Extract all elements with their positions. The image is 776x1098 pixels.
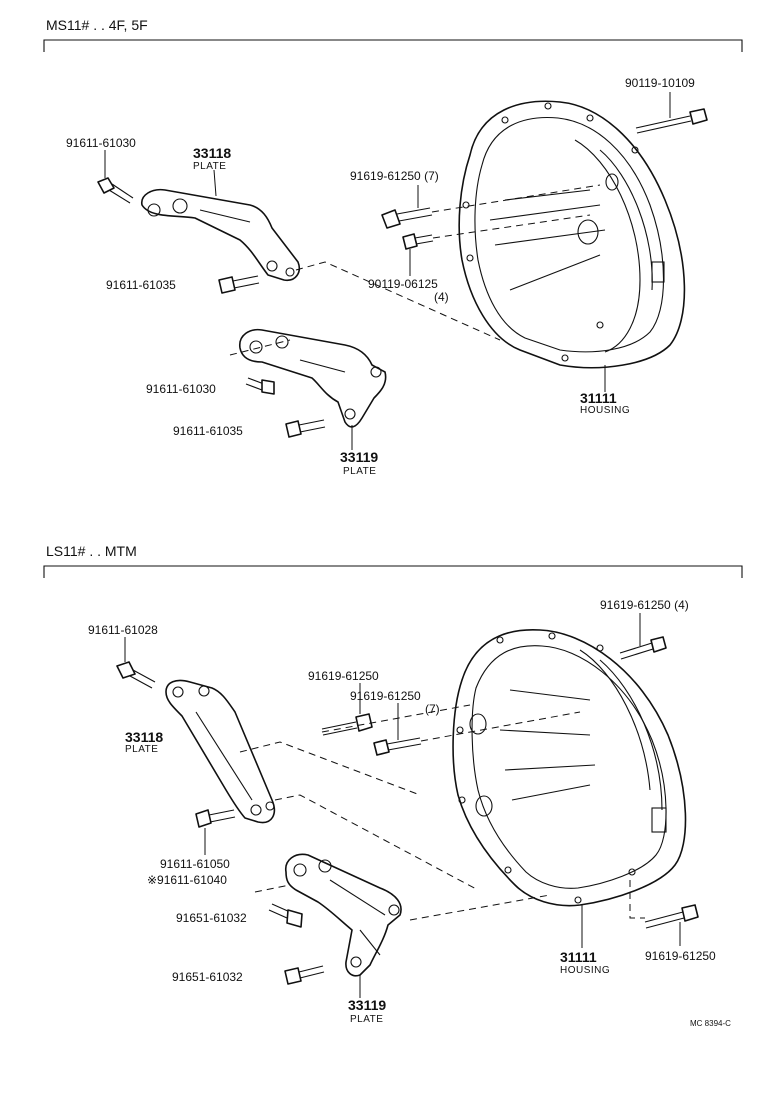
label-33118-num-top: 33118 bbox=[193, 145, 231, 161]
label-33119-num-bottom: 33119 bbox=[348, 997, 386, 1013]
dash-bottom-6 bbox=[420, 711, 581, 742]
leader-33118-top bbox=[213, 169, 217, 197]
label-31111-num-bottom: 31111 bbox=[560, 949, 597, 965]
dash-bottom-7 bbox=[629, 880, 645, 919]
dash-top-2 bbox=[229, 339, 291, 356]
plate-33119-top[interactable] bbox=[239, 328, 387, 428]
section-top-rule bbox=[43, 39, 743, 52]
label-91611-61030-a: 91611-61030 bbox=[66, 136, 136, 150]
bolt-91619-61250-a[interactable] bbox=[321, 713, 373, 736]
bolt-91619-61250-c[interactable] bbox=[644, 904, 699, 929]
dash-bottom-2 bbox=[274, 794, 479, 891]
label-91619-61250-7-top: 91619-61250 (7) bbox=[350, 169, 439, 183]
label-91619-61250-a: 91619-61250 bbox=[308, 669, 379, 683]
label-33118-text-top: PLATE bbox=[193, 161, 226, 172]
section-bottom-title: LS11# . . MTM bbox=[46, 543, 137, 559]
dash-bottom-4 bbox=[409, 894, 551, 921]
label-91611-61035-a: 91611-61035 bbox=[106, 278, 176, 292]
label-91611-61050: 91611-61050 bbox=[160, 857, 230, 871]
label-90119-06125-qty-top: (4) bbox=[434, 290, 449, 304]
label-31111-text-top: HOUSING bbox=[580, 405, 630, 416]
dash-bottom-5 bbox=[321, 704, 471, 733]
bolt-91619-61250-b[interactable] bbox=[373, 737, 422, 756]
section-bottom: LS11# . . MTM bbox=[43, 543, 743, 1025]
label-31111-num-top: 31111 bbox=[580, 390, 617, 406]
bolt-91619-61250-7-top[interactable] bbox=[381, 207, 433, 229]
section-top-title: MS11# . . 4F, 5F bbox=[46, 17, 148, 33]
bolt-91611-61050[interactable] bbox=[195, 809, 236, 828]
bolt-91619-61250-4[interactable] bbox=[619, 636, 667, 660]
dash-top-1 bbox=[295, 261, 501, 341]
dash-top-4 bbox=[432, 214, 591, 239]
label-91651-61032-b: 91651-61032 bbox=[172, 970, 243, 984]
bolt-90119-06125-top[interactable] bbox=[402, 233, 434, 250]
label-33119-text-top: PLATE bbox=[343, 466, 376, 477]
section-top: MS11# . . 4F, 5F bbox=[43, 17, 743, 477]
housing-31111-bottom[interactable] bbox=[452, 629, 687, 907]
bolt-91651-61032-a[interactable] bbox=[268, 903, 303, 928]
bolt-91651-61032-b[interactable] bbox=[284, 965, 325, 985]
label-33119-num-top: 33119 bbox=[340, 449, 378, 465]
dash-bottom-3 bbox=[254, 884, 291, 893]
bolt-91611-61035-b[interactable] bbox=[285, 419, 326, 438]
label-31111-text-bottom: HOUSING bbox=[560, 965, 610, 976]
dash-top-3 bbox=[431, 184, 601, 213]
bolt-91611-61028[interactable] bbox=[116, 661, 156, 689]
label-91619-61250-c: 91619-61250 bbox=[645, 949, 716, 963]
label-91651-61032-a: 91651-61032 bbox=[176, 911, 247, 925]
bolt-91611-61030-a[interactable] bbox=[97, 177, 134, 204]
label-33119-text-bottom: PLATE bbox=[350, 1014, 383, 1025]
label-33118-text-bottom: PLATE bbox=[125, 744, 158, 755]
label-33118-num-bottom: 33118 bbox=[125, 729, 163, 745]
plate-33119-bottom[interactable] bbox=[285, 853, 402, 977]
label-90119-06125-top: 90119-06125 bbox=[368, 277, 438, 291]
housing-31111-top[interactable] bbox=[458, 100, 686, 369]
dash-bottom-1 bbox=[239, 741, 421, 796]
label-91619-61250-b-qty: (7) bbox=[425, 702, 440, 716]
plate-33118-top[interactable] bbox=[141, 188, 300, 282]
label-91619-61250-4: 91619-61250 (4) bbox=[600, 598, 689, 612]
label-91611-61040: ※91611-61040 bbox=[147, 873, 227, 887]
label-90119-10109: 90119-10109 bbox=[625, 76, 695, 90]
bolt-91611-61035-a[interactable] bbox=[218, 275, 260, 294]
plate-33118-bottom[interactable] bbox=[165, 679, 276, 824]
footer-code: MC 8394-C bbox=[690, 1019, 731, 1028]
label-91611-61035-b: 91611-61035 bbox=[173, 424, 243, 438]
label-91611-61030-b: 91611-61030 bbox=[146, 382, 216, 396]
bolt-90119-10109-top[interactable] bbox=[635, 108, 708, 134]
label-91611-61028: 91611-61028 bbox=[88, 623, 158, 637]
bolt-91611-61030-b[interactable] bbox=[245, 377, 275, 395]
section-bottom-rule bbox=[43, 565, 743, 578]
label-91619-61250-b: 91619-61250 bbox=[350, 689, 421, 703]
